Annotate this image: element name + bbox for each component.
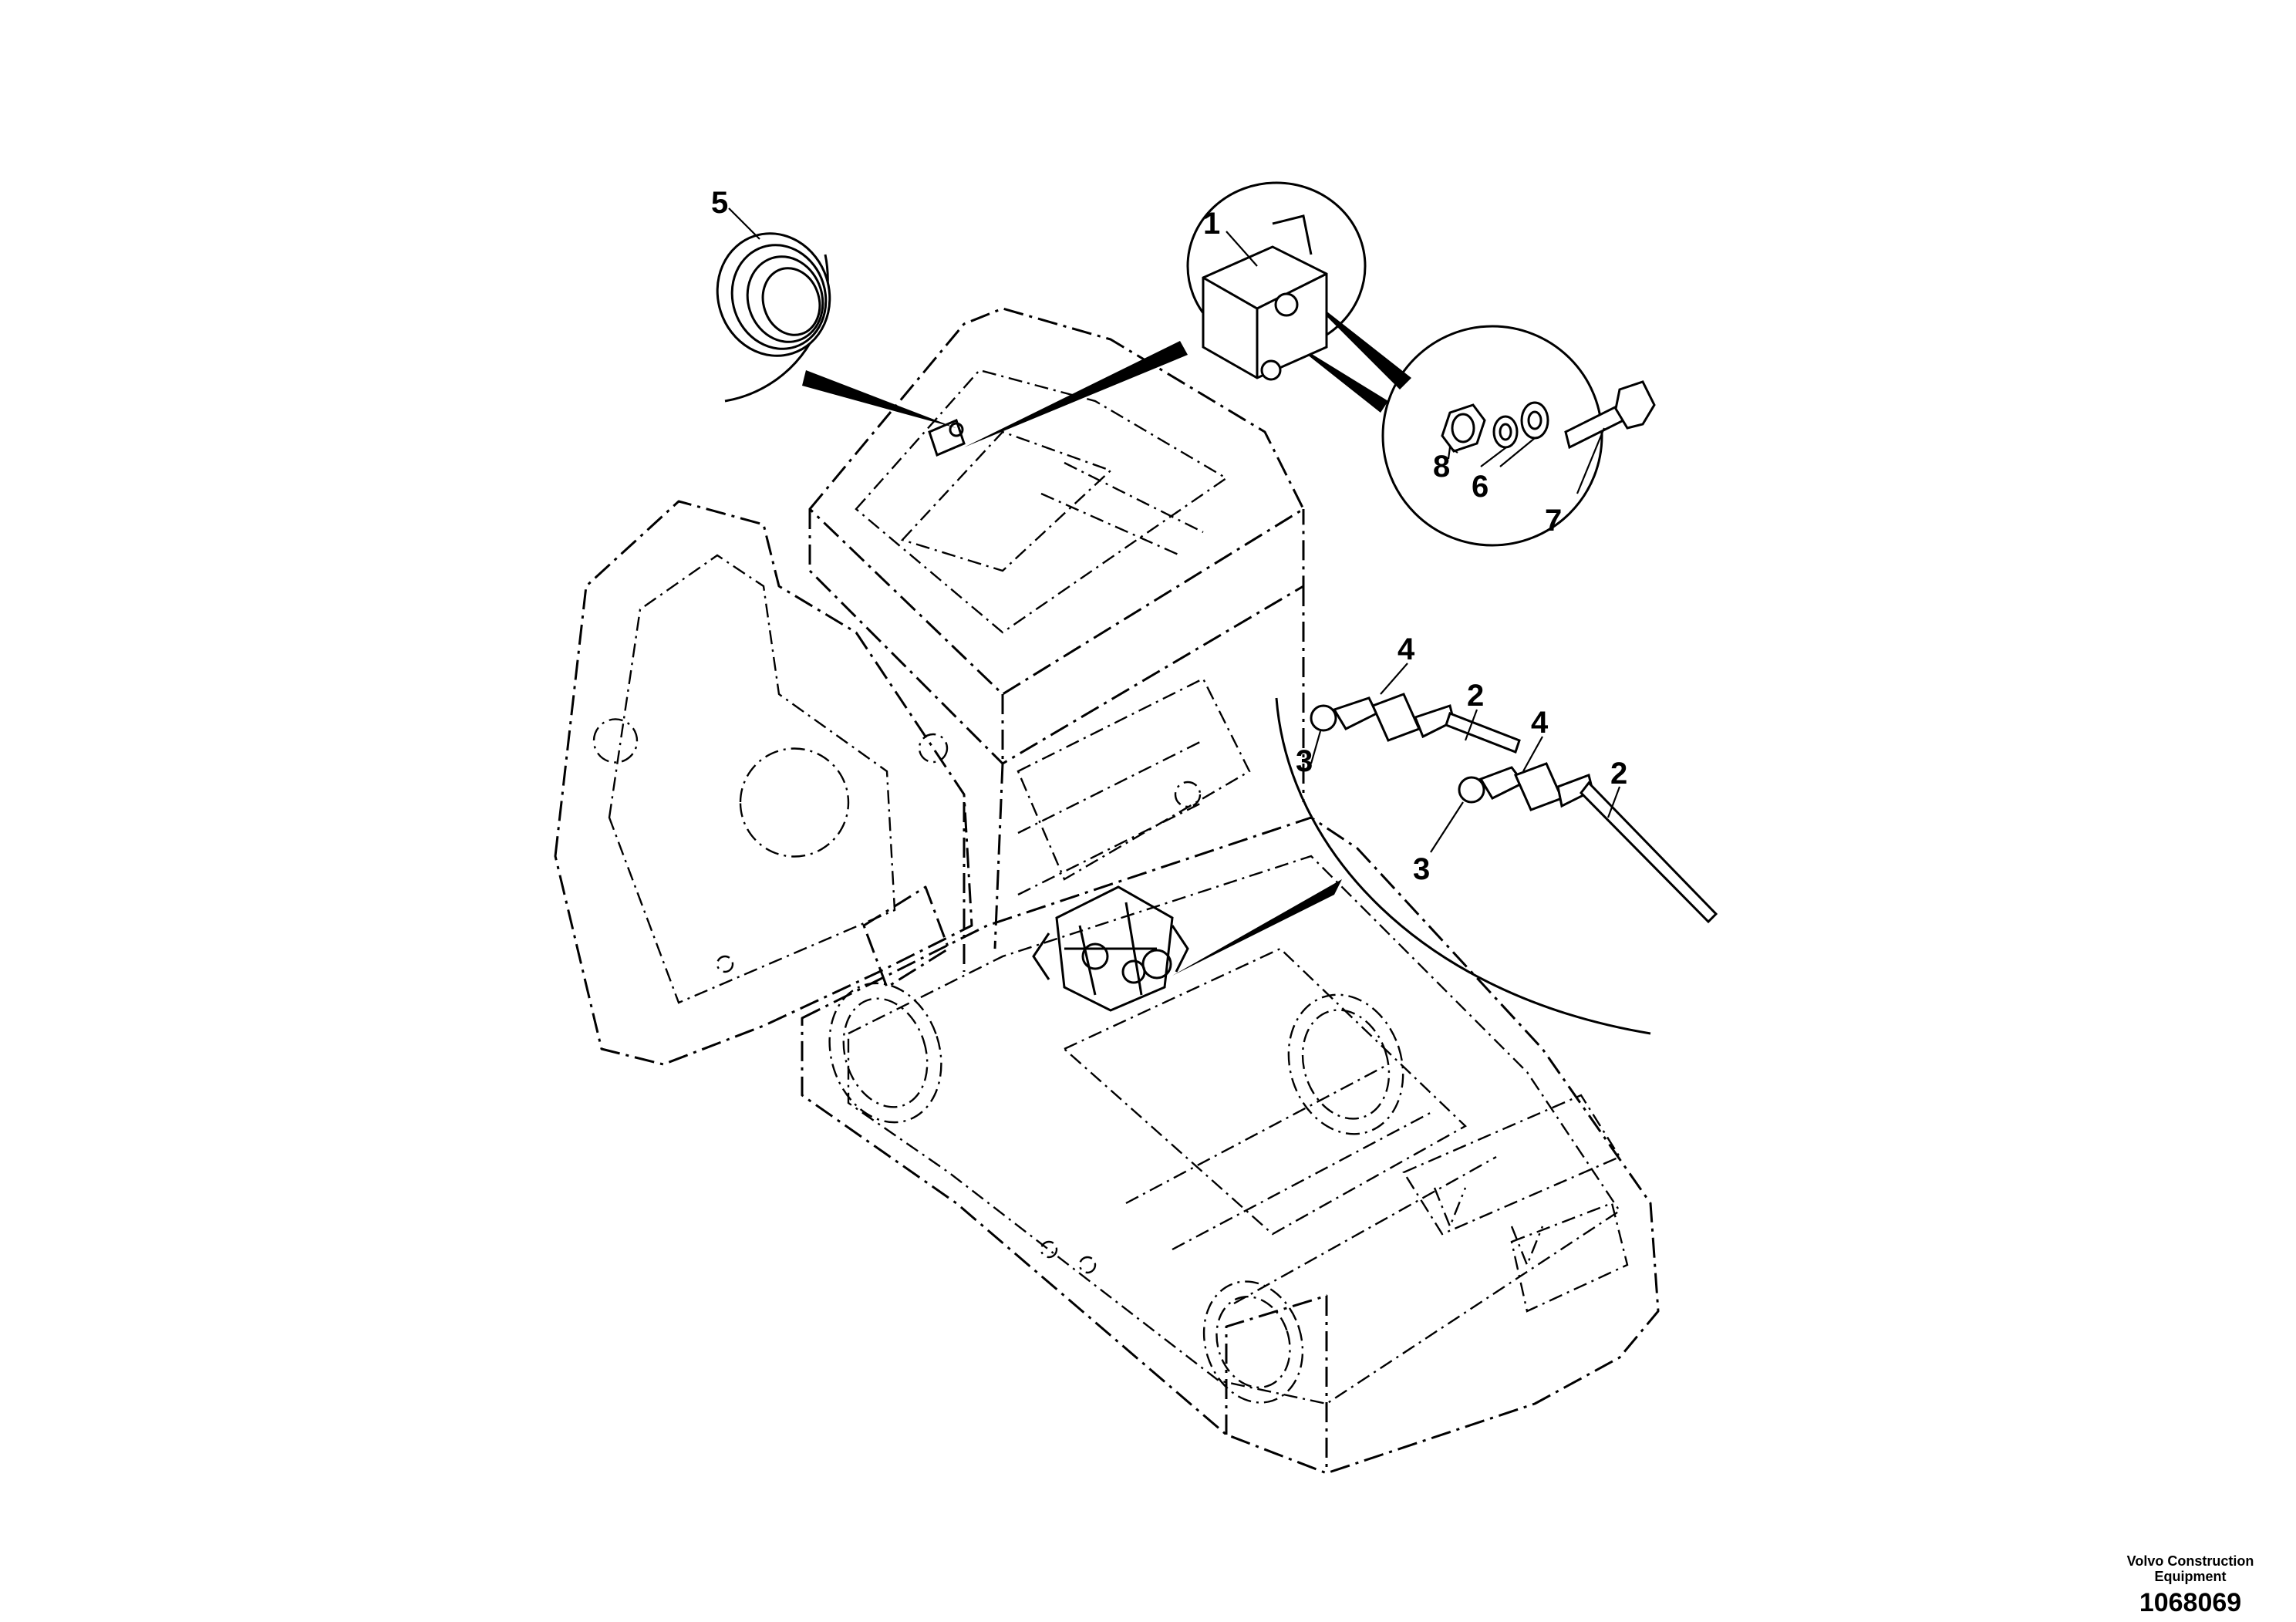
callout-item-6: 6 bbox=[1472, 470, 1489, 504]
seal-ring-item-5 bbox=[716, 207, 831, 357]
callout-item-2-lower: 2 bbox=[1610, 757, 1627, 791]
frame-opening-right bbox=[1287, 993, 1404, 1135]
leader-item-3b bbox=[1430, 801, 1464, 853]
mounting-bracket-on-frame bbox=[928, 418, 966, 457]
cable-assembly-upper bbox=[1310, 693, 1521, 754]
bracket-item-1 bbox=[1202, 214, 1328, 381]
leader-item-4b bbox=[1522, 736, 1543, 772]
frame-opening-front bbox=[1202, 1280, 1304, 1404]
callout-item-8: 8 bbox=[1433, 450, 1450, 484]
callout-item-3-lower: 3 bbox=[1413, 852, 1430, 886]
frame-opening-left bbox=[828, 982, 942, 1124]
detail-pointers bbox=[802, 293, 1411, 976]
callout-item-3-upper: 3 bbox=[1296, 744, 1313, 778]
leader-item-3a bbox=[1310, 730, 1322, 764]
washer-item-6b bbox=[1520, 401, 1549, 440]
machine-frame bbox=[554, 307, 1660, 1475]
callout-item-4-upper: 4 bbox=[1397, 632, 1415, 666]
callout-item-7: 7 bbox=[1545, 504, 1562, 538]
nut-item-8 bbox=[1441, 403, 1486, 460]
detail-arc-cables bbox=[1275, 697, 1651, 1035]
company-credit-line-1: Volvo Construction bbox=[2126, 1553, 2254, 1569]
callout-item-5: 5 bbox=[711, 186, 728, 220]
callout-item-1: 1 bbox=[1203, 207, 1220, 241]
leader-item-4a bbox=[1380, 663, 1408, 695]
company-credit-line-2: Equipment bbox=[2154, 1569, 2227, 1584]
leader-item-2b bbox=[1607, 786, 1621, 818]
cable-assembly-lower bbox=[1458, 762, 1718, 924]
callout-item-2-upper: 2 bbox=[1467, 679, 1484, 713]
bolt-item-7 bbox=[1564, 380, 1656, 494]
control-valve-assembly bbox=[1032, 885, 1189, 1012]
washer-item-6a bbox=[1492, 415, 1519, 449]
leader-item-2a bbox=[1464, 709, 1478, 741]
figure-number: 1068069 bbox=[2139, 1588, 2242, 1617]
callout-item-4-lower: 4 bbox=[1531, 706, 1549, 740]
leader-item-6 bbox=[1480, 437, 1536, 467]
